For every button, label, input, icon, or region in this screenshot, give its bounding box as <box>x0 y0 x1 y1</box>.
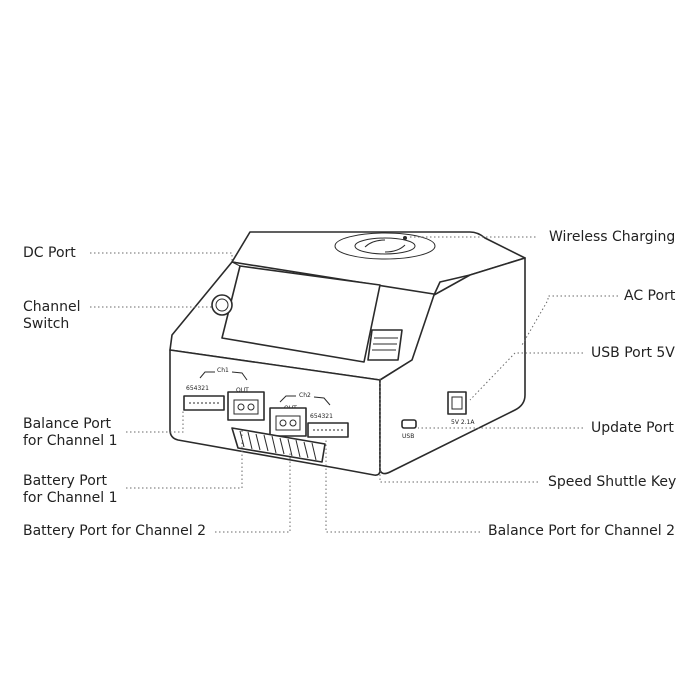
ch1-out-marking: OUT <box>236 387 249 394</box>
update-port-connector <box>401 419 417 429</box>
label-channel-switch-line2: Switch <box>23 316 70 332</box>
label-balance-port-ch1-line2: for Channel 1 <box>23 433 118 449</box>
usb-marking: USB <box>402 433 414 440</box>
device-screen <box>221 265 381 363</box>
label-balance-port-ch2: Balance Port for Channel 2 <box>488 523 676 539</box>
label-battery-port-ch1-line2: for Channel 1 <box>23 490 118 506</box>
label-speed-shuttle-key: Speed Shuttle Key <box>548 474 677 490</box>
ch2-marking: Ch2 <box>299 392 311 399</box>
wireless-led <box>403 236 407 240</box>
label-battery-port-ch1: Battery Port for Channel 1 <box>23 473 118 507</box>
speed-shuttle-key <box>367 329 403 361</box>
label-battery-port-ch1-line1: Battery Port <box>23 473 108 489</box>
balance-port-ch2 <box>307 422 349 438</box>
label-balance-port-ch1-line1: Balance Port <box>23 416 112 432</box>
label-battery-port-ch2: Battery Port for Channel 2 <box>23 523 207 539</box>
label-dc-port: DC Port <box>23 245 76 261</box>
ch2-pin-numbers: 654321 <box>310 413 333 420</box>
ch1-marking: Ch1 <box>217 367 229 374</box>
channel-switch-button <box>211 294 233 316</box>
label-usb-port: USB Port 5V <box>591 345 675 361</box>
power-marking: 5V 2.1A <box>451 419 475 426</box>
label-balance-port-ch1: Balance Port for Channel 1 <box>23 416 118 450</box>
label-ac-port: AC Port <box>624 288 676 304</box>
label-channel-switch-line1: Channel <box>23 299 81 315</box>
ac-port-connector <box>447 391 467 415</box>
wireless-pad-inner <box>354 237 416 255</box>
balance-port-ch1 <box>183 395 225 411</box>
wireless-pad <box>334 232 436 260</box>
battery-port-ch1 <box>227 391 265 421</box>
battery-port-ch2 <box>269 407 307 437</box>
vent-grille <box>231 427 326 463</box>
label-channel-switch: Channel Switch <box>23 299 80 333</box>
callout-lines <box>90 236 618 533</box>
label-update-port: Update Port <box>591 420 674 436</box>
ch1-pin-numbers: 654321 <box>186 385 209 392</box>
label-wireless-charging: Wireless Charging <box>549 229 676 245</box>
